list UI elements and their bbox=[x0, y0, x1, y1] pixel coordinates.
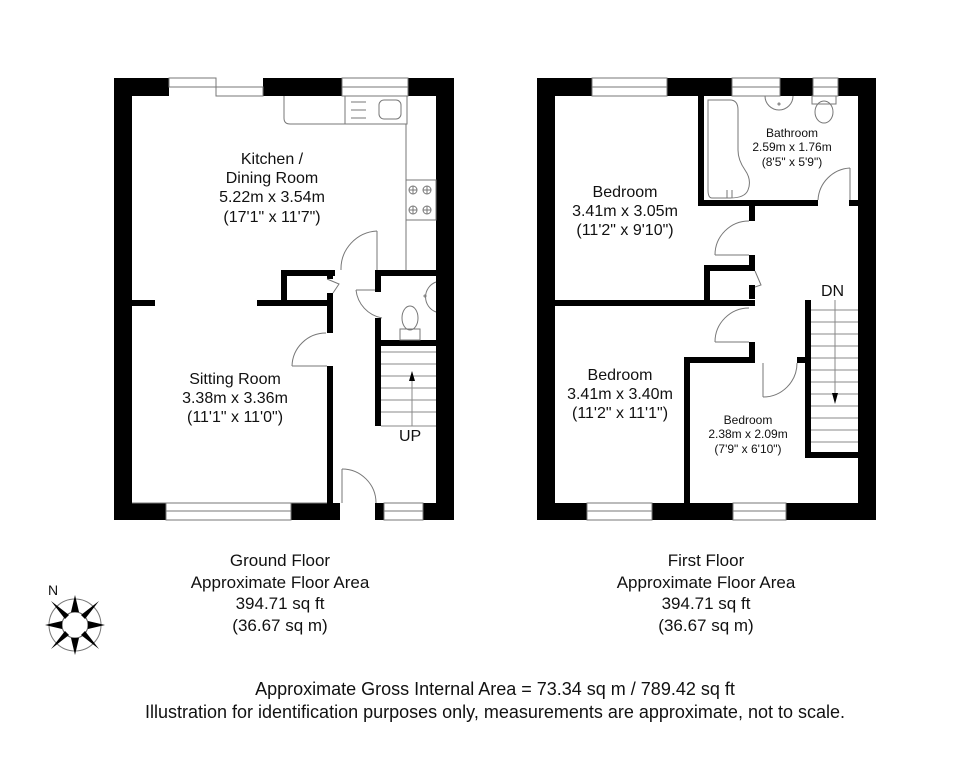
room-label-bedroom-2: Bedroom 3.41m x 3.40m (11'2" x 11'1") bbox=[535, 366, 705, 424]
floor-area-ft: 394.71 sq ft bbox=[235, 594, 325, 614]
ground-floor-doors bbox=[291, 230, 383, 504]
room-dimensions-imperial: (17'1" x 11'7") bbox=[223, 208, 321, 226]
room-dimensions-metric: 3.41m x 3.40m bbox=[567, 386, 673, 404]
kitchen-units bbox=[283, 95, 437, 270]
room-name: Bathroom bbox=[765, 126, 819, 140]
first-floor-walls bbox=[537, 78, 876, 520]
room-dimensions-metric: 3.38m x 3.36m bbox=[182, 390, 288, 408]
floor-area-m: (36.67 sq m) bbox=[658, 615, 754, 635]
compass-north-label: N bbox=[48, 582, 59, 598]
room-dimensions-imperial: (7'9" x 6'10") bbox=[714, 441, 782, 456]
first-floor-plan bbox=[537, 77, 876, 521]
footer: Approximate Gross Internal Area = 73.34 … bbox=[0, 678, 980, 723]
wc-fixtures bbox=[399, 281, 437, 341]
room-label-bedroom-1: Bedroom 3.41m x 3.05m (11'2" x 9'10") bbox=[540, 183, 710, 241]
room-name: Sitting Room bbox=[189, 371, 281, 388]
first-floor-caption: First Floor Approximate Floor Area 394.7… bbox=[591, 550, 821, 636]
room-dimensions-imperial: (11'2" x 9'10") bbox=[576, 222, 674, 240]
room-name-line2: Dining Room bbox=[225, 170, 319, 188]
floor-subtitle: Approximate Floor Area bbox=[616, 572, 796, 592]
bathroom-fixtures bbox=[707, 95, 851, 201]
floor-title: First Floor bbox=[667, 551, 745, 570]
room-name: Kitchen / bbox=[240, 151, 304, 168]
room-dimensions-metric: 2.38m x 2.09m bbox=[708, 427, 788, 442]
ground-floor-caption: Ground Floor Approximate Floor Area 394.… bbox=[165, 550, 395, 636]
room-name: Bedroom bbox=[723, 413, 773, 427]
room-label-sitting-room: Sitting Room 3.38m x 3.36m (11'1" x 11'0… bbox=[135, 370, 335, 428]
room-dimensions-metric: 3.41m x 3.05m bbox=[572, 203, 678, 221]
room-name: Bedroom bbox=[587, 367, 653, 384]
room-label-bedroom-3: Bedroom 2.38m x 2.09m (7'9" x 6'10") bbox=[688, 413, 808, 456]
compass-rose-icon bbox=[45, 595, 105, 655]
floor-subtitle: Approximate Floor Area bbox=[190, 572, 370, 592]
room-name: Bedroom bbox=[592, 184, 658, 201]
stairs-down bbox=[811, 300, 858, 443]
floor-title: Ground Floor bbox=[229, 551, 331, 570]
stairs-up bbox=[381, 351, 436, 427]
floor-area-ft: 394.71 sq ft bbox=[661, 594, 751, 614]
ground-floor-windows bbox=[132, 77, 424, 521]
room-dimensions-metric: 2.59m x 1.76m bbox=[752, 140, 832, 155]
stairs-down-label: DN bbox=[821, 283, 845, 300]
room-label-kitchen-dining: Kitchen / Dining Room 5.22m x 3.54m (17'… bbox=[172, 150, 372, 227]
first-floor-doors bbox=[714, 220, 798, 398]
disclaimer: Illustration for identification purposes… bbox=[144, 701, 846, 722]
first-floor-windows bbox=[586, 77, 839, 521]
room-dimensions-metric: 5.22m x 3.54m bbox=[219, 189, 325, 207]
room-dimensions-imperial: (11'2" x 11'1") bbox=[571, 405, 669, 423]
gross-internal-area: Approximate Gross Internal Area = 73.34 … bbox=[255, 679, 735, 699]
floor-area-m: (36.67 sq m) bbox=[232, 615, 328, 635]
stairs-up-label: UP bbox=[399, 428, 422, 445]
room-label-bathroom: Bathroom 2.59m x 1.76m (8'5" x 5'9") bbox=[737, 126, 847, 169]
room-dimensions-imperial: (8'5" x 5'9") bbox=[761, 154, 823, 169]
ground-floor-plan bbox=[114, 77, 454, 521]
room-dimensions-imperial: (11'1" x 11'0") bbox=[186, 409, 284, 427]
ground-floor-walls bbox=[114, 78, 454, 520]
